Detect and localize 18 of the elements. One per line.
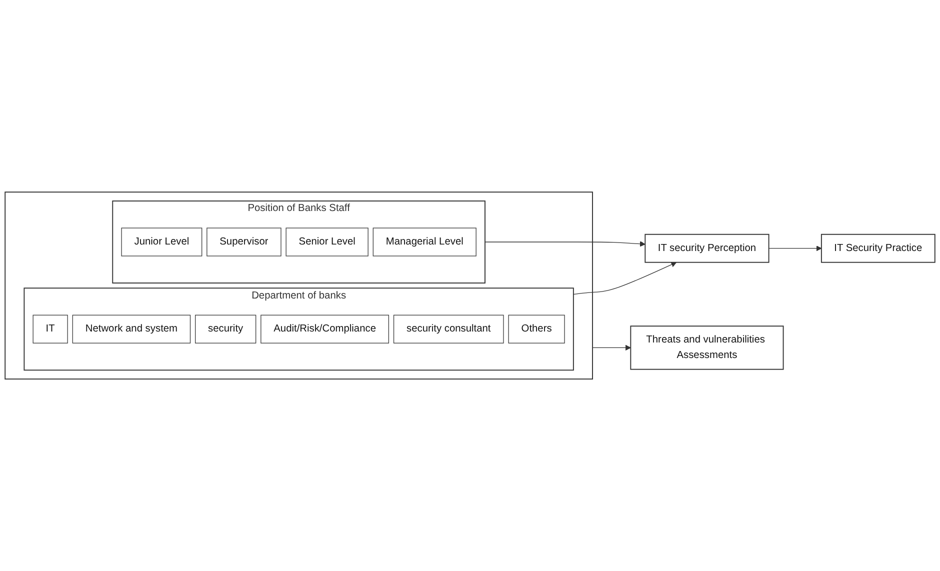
node-box: IT Security Practice <box>820 234 936 263</box>
node-box: security consultant <box>393 314 504 344</box>
node-box: Junior Level <box>121 228 202 256</box>
node-box: IT <box>32 314 68 344</box>
arrow <box>484 241 646 247</box>
cluster <box>4 192 593 380</box>
node-box: IT security Perception <box>644 234 770 263</box>
arrow <box>573 262 677 295</box>
node-box: Managerial Level <box>372 228 476 256</box>
node-box: Network and system <box>72 314 191 344</box>
node-box: Supervisor <box>206 228 282 256</box>
arrow <box>592 344 631 350</box>
node-box: Audit/Risk/Compliance <box>260 314 390 344</box>
node-box: Senior Level <box>286 228 368 256</box>
node-box: Threats and vulnerabilities Assessments <box>630 326 784 370</box>
node-box: Others <box>508 314 565 344</box>
node-box: security <box>195 314 256 344</box>
arrow <box>768 246 822 252</box>
